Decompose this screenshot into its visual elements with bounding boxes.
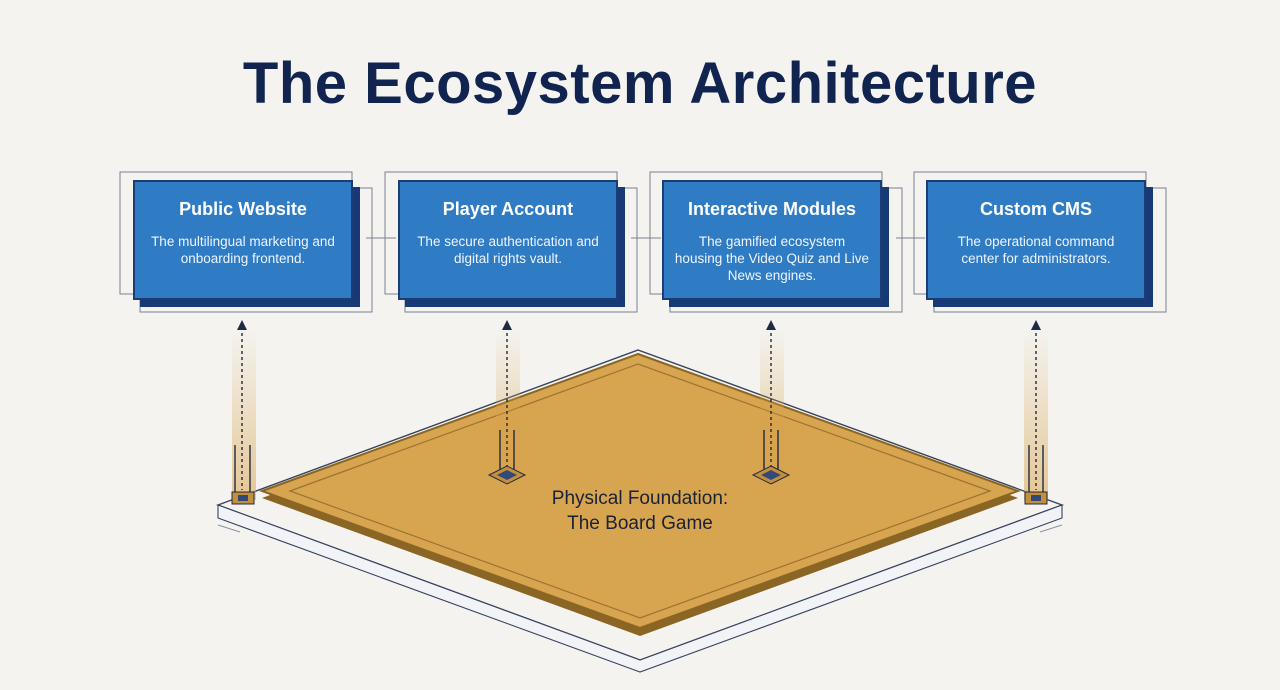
card-description: The multilingual marketing and onboardin… (151, 234, 335, 266)
connector-beams (232, 330, 1048, 500)
card-player-account: Player Account The secure authentication… (398, 180, 618, 300)
card-public-website: Public Website The multilingual marketin… (133, 180, 353, 300)
upward-arrow-icons (237, 320, 1041, 330)
card-description: The operational command center for admin… (957, 234, 1115, 266)
connection-port-icon (751, 465, 791, 485)
upward-arrow-icon (237, 320, 247, 330)
board-game-label: Physical Foundation: The Board Game (500, 486, 780, 536)
card-title: Public Website (179, 199, 307, 219)
board-label-line-1: Physical Foundation: (551, 488, 729, 509)
card-title: Player Account (442, 199, 574, 219)
card-custom-cms: Custom CMS The operational command cente… (926, 180, 1146, 300)
connection-port-icon (487, 465, 527, 485)
card-interactive-modules: Interactive Modules The gamified ecosyst… (662, 180, 882, 300)
board-label-line-2: The Board Game (567, 513, 713, 534)
connection-port-icon (231, 491, 255, 505)
board-game-platform (215, 349, 1065, 673)
upward-arrow-icon (766, 320, 776, 330)
page-title: The Ecosystem Architecture (242, 51, 1038, 116)
connection-port-icon (1024, 491, 1048, 505)
card-title: Custom CMS (980, 199, 1092, 219)
connector-lines (234, 333, 1044, 492)
card-description: The secure authentication and digital ri… (417, 234, 599, 266)
card-title: Interactive Modules (687, 199, 857, 219)
card-description: The gamified ecosystem housing the Video… (674, 234, 870, 283)
connection-port-icons (231, 465, 1048, 505)
upward-arrow-icon (1031, 320, 1041, 330)
upward-arrow-icon (502, 320, 512, 330)
